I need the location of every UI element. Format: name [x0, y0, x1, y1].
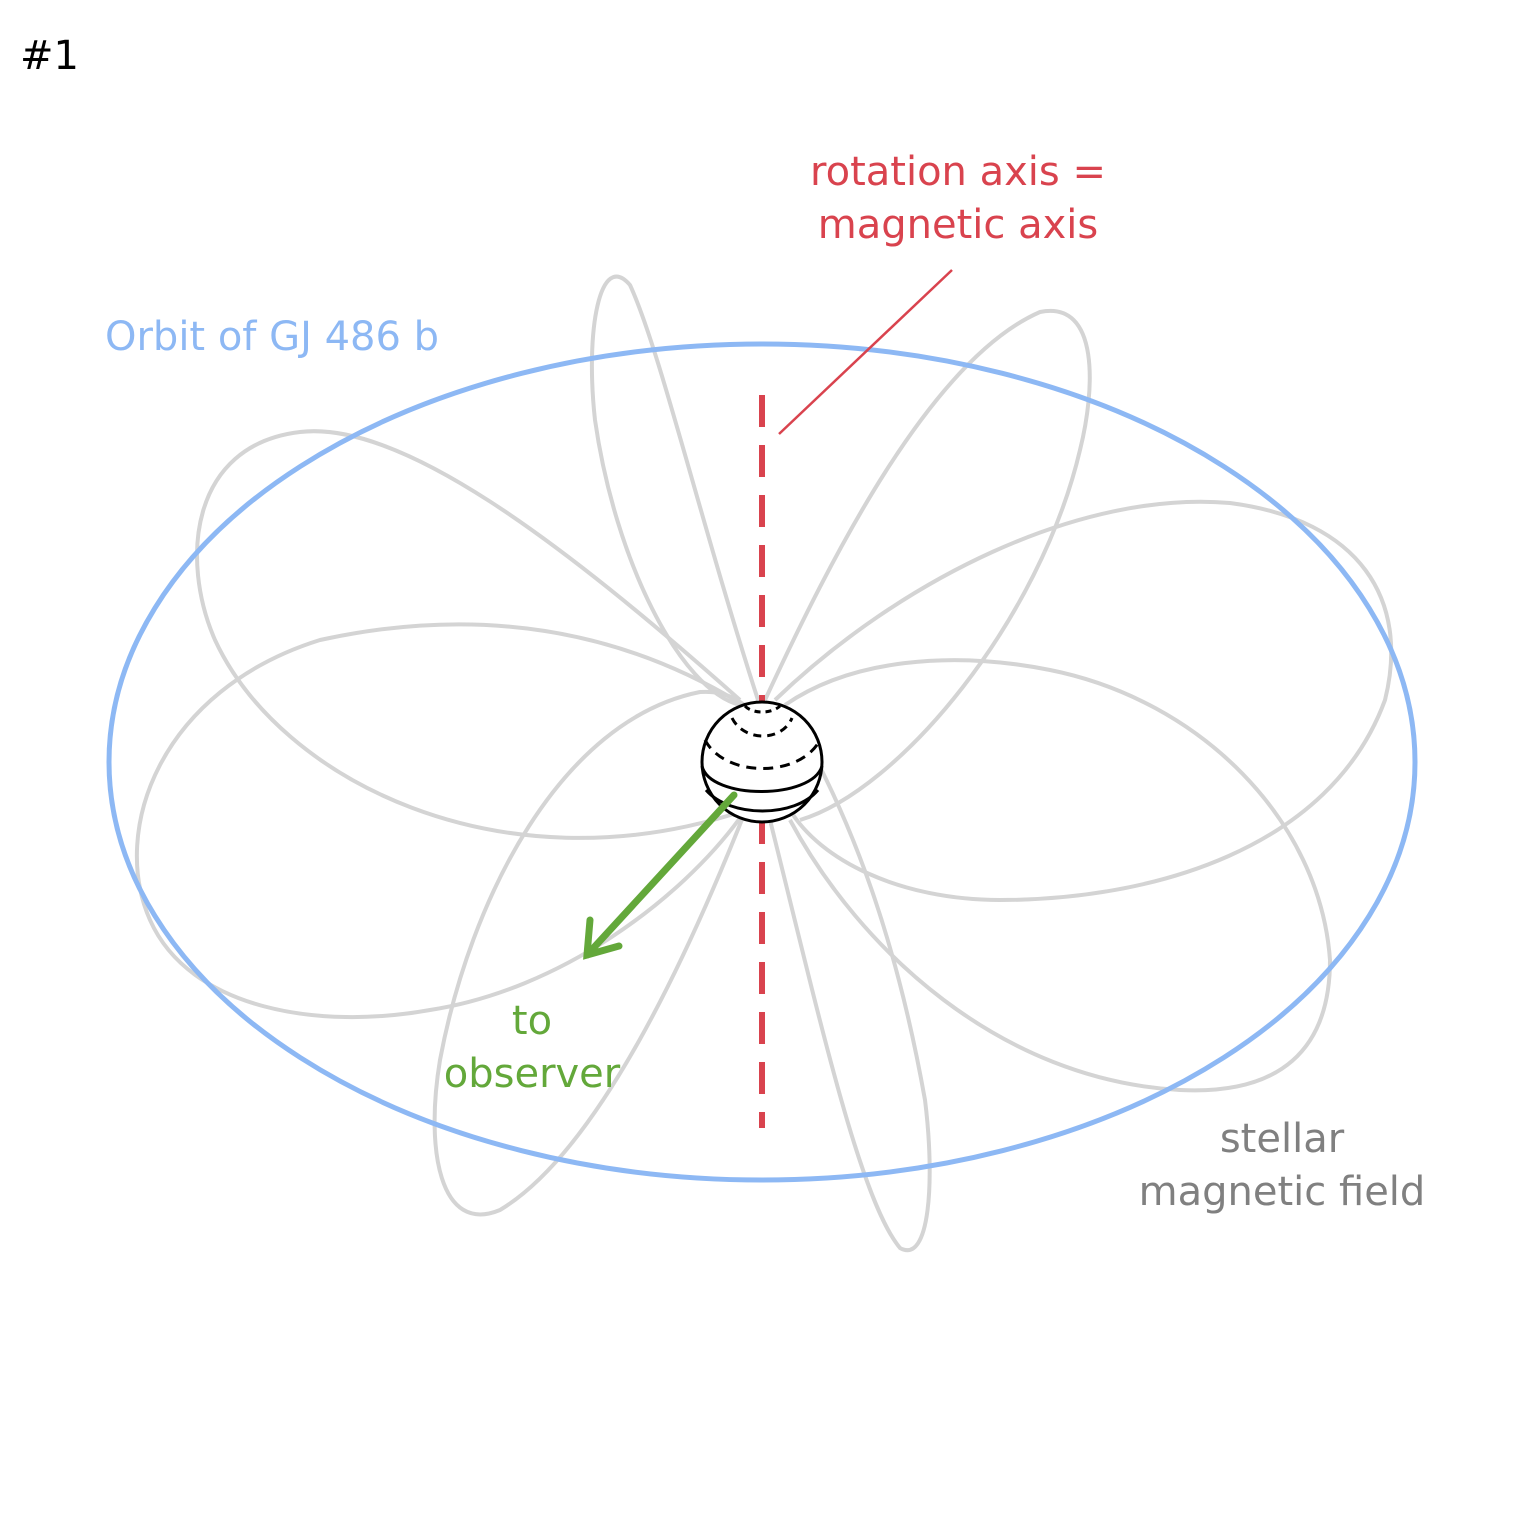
field-loop-right-upper: [773, 499, 1394, 903]
magnetic-field-label-line2: magnetic field: [1138, 1169, 1426, 1215]
planet-orbit: [106, 341, 1418, 1183]
rotation-axis-label-line2: magnetic axis: [817, 202, 1099, 248]
rotation-axis-label: rotation axis = magnetic axis: [808, 146, 1108, 252]
observer-label-line1: to: [511, 998, 553, 1044]
axis-label-pointer: [778, 269, 953, 435]
magnetic-field-label: stellar magnetic field: [1122, 1113, 1442, 1219]
field-loop-lower-left: [432, 689, 754, 1217]
field-loop-bottom: [768, 710, 932, 1253]
field-loop-upper-right: [763, 308, 1092, 822]
rotation-axis-label-line1: rotation axis =: [810, 149, 1106, 195]
orbit-label: Orbit of GJ 486 b: [105, 314, 440, 360]
observer-label: to observer: [432, 995, 632, 1101]
magnetic-field-lines: [135, 274, 1394, 1253]
star-sphere: [700, 700, 824, 824]
field-loop-top: [589, 274, 760, 707]
observer-label-line2: observer: [443, 1051, 621, 1097]
figure-number: #1: [20, 33, 79, 79]
observer-arrow: [583, 791, 738, 960]
field-loop-upper-left: [195, 429, 742, 840]
field-loop-left: [135, 622, 742, 1020]
field-loop-right-lower: [783, 658, 1333, 1093]
magnetic-field-label-line1: stellar: [1219, 1116, 1345, 1162]
